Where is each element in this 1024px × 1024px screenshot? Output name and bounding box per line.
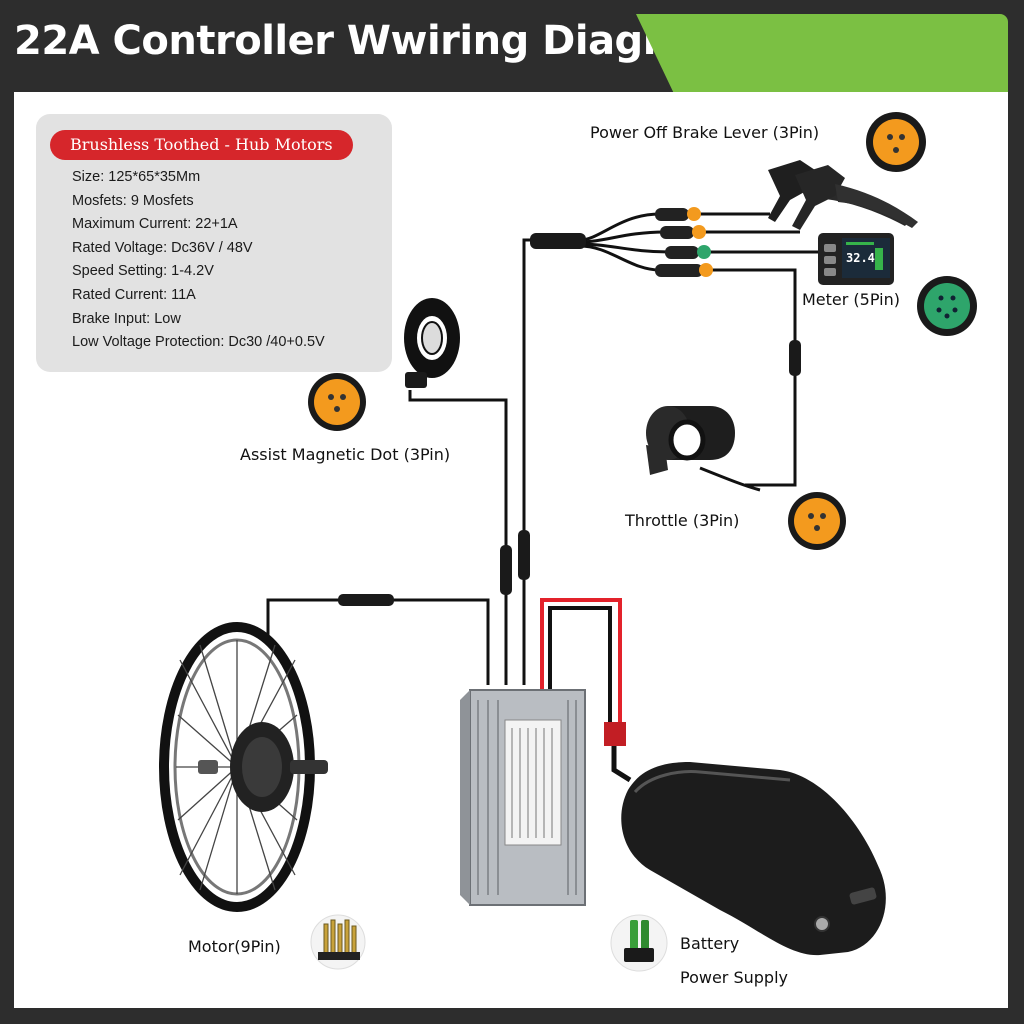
display-meter-icon: 32.4 xyxy=(818,233,894,285)
specs-card: Brushless Toothed - Hub Motors Size: 125… xyxy=(36,114,392,372)
spec-item: Rated Voltage: Dc36V / 48V xyxy=(72,239,253,256)
pas-connector-icon xyxy=(308,373,366,431)
throttle-wire xyxy=(579,244,797,487)
battery-connector-icon xyxy=(610,914,668,972)
throttle-splitter-head xyxy=(699,263,713,277)
spec-item: Size: 125*65*35Mm xyxy=(72,169,201,185)
meter-splitter-head xyxy=(697,245,711,259)
brake-label: Power Off Brake Lever (3Pin) xyxy=(590,123,820,142)
battery-label: Battery xyxy=(680,934,740,953)
inline-connectors xyxy=(338,233,801,606)
pas-wire xyxy=(408,390,508,685)
harness-inline-connector xyxy=(518,530,530,580)
throttle-inline-connector xyxy=(789,340,801,376)
spec-item: Maximum Current: 22+1A xyxy=(72,216,238,233)
motor-inline-connector xyxy=(338,594,394,606)
page-title: 22A Controller Wwiring Diagram xyxy=(14,18,730,64)
header-accent-tab xyxy=(636,14,1008,92)
meter-connector-icon xyxy=(917,276,977,336)
spec-item: Mosfets: 9 Mosfets xyxy=(72,192,194,209)
throttle-icon xyxy=(646,406,761,492)
spec-item: Brake Input: Low xyxy=(72,310,181,327)
throttle-connector-icon xyxy=(788,492,846,550)
motor-connector-icon xyxy=(310,914,366,970)
battery-pack-icon xyxy=(621,762,886,956)
pas-inline-connector xyxy=(500,545,512,595)
brake-lever-icon xyxy=(768,160,918,230)
header-bar: 22A Controller Wwiring Diagram xyxy=(0,0,1024,92)
controller-label-sticker xyxy=(504,719,562,846)
battery-plug xyxy=(604,722,626,746)
battery-wires xyxy=(540,598,632,783)
brake-connector-icon xyxy=(866,112,926,172)
brake-splitter-head-2 xyxy=(692,225,706,239)
controller-box-icon xyxy=(460,689,586,906)
pas-label: Assist Magnetic Dot (3Pin) xyxy=(240,445,451,464)
display-speed-readout: 32.4 xyxy=(846,251,875,265)
power-supply-label: Power Supply xyxy=(680,968,788,987)
throttle-label: Throttle (3Pin) xyxy=(625,511,740,530)
spec-item: Rated Current: 11A xyxy=(72,286,196,303)
meter-label: Meter (5Pin) xyxy=(802,290,900,309)
pas-sensor-icon xyxy=(404,298,460,388)
motor-label: Motor(9Pin) xyxy=(188,937,281,956)
hub-motor-wheel-icon xyxy=(159,622,328,912)
spec-item: Low Voltage Protection: Dc30 /40+0.5V xyxy=(72,334,325,351)
spec-item: Speed Setting: 1-4.2V xyxy=(72,263,214,280)
splitter-heads xyxy=(655,207,713,277)
motor-wire xyxy=(266,598,490,685)
specs-heading-badge: Brushless Toothed - Hub Motors xyxy=(50,130,353,160)
harness-splitter xyxy=(530,233,586,249)
brake-splitter-head-1 xyxy=(687,207,701,221)
spec-list: Size: 125*65*35Mm Mosfets: 9 Mosfets Max… xyxy=(72,166,325,355)
